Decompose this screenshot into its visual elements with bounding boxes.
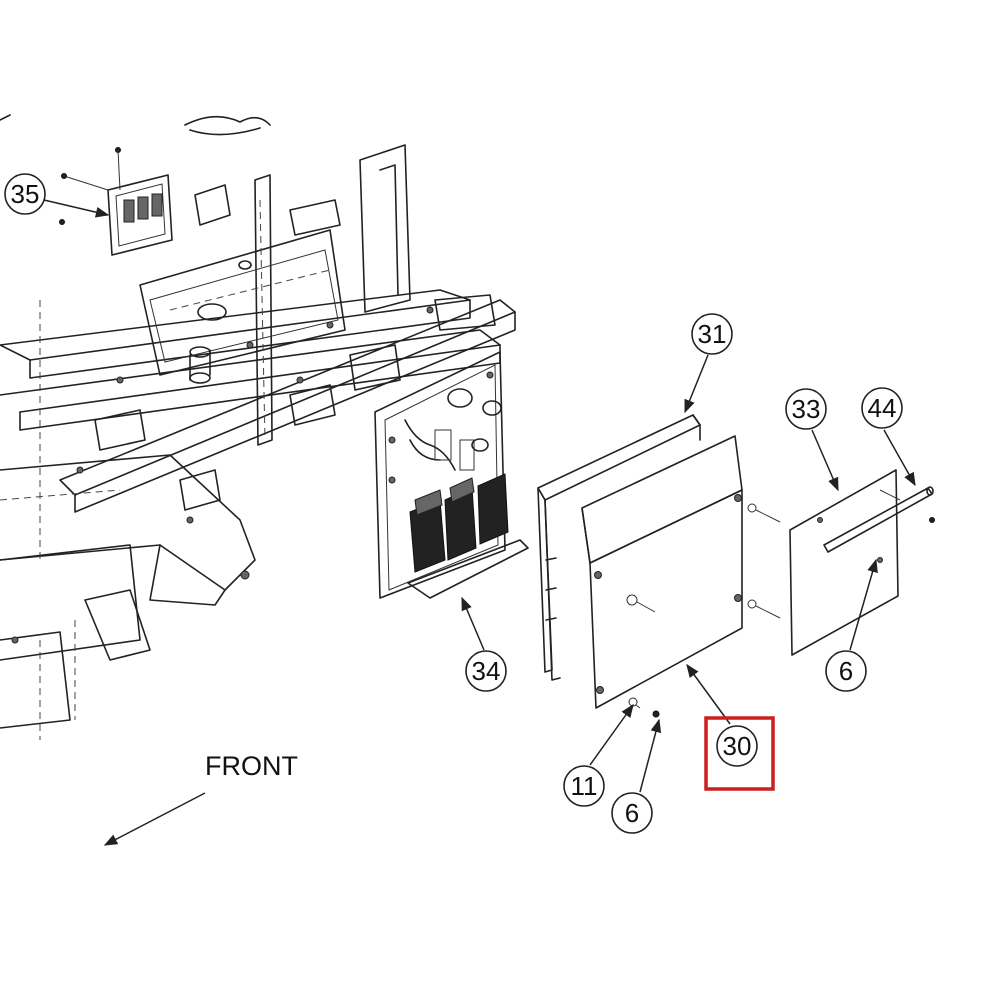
- svg-text:30: 30: [723, 731, 752, 761]
- callout-35: 35: [4, 173, 46, 215]
- callout-44: 44: [861, 387, 903, 429]
- highlight-box: [704, 716, 775, 791]
- svg-text:6: 6: [625, 798, 639, 828]
- callout-6-right: 6: [825, 650, 867, 692]
- svg-text:35: 35: [11, 179, 40, 209]
- part-31-gasket: [537, 414, 701, 681]
- callout-33: 33: [785, 388, 827, 430]
- callout-30: 30: [704, 716, 775, 791]
- part-35-switch-plate: [59, 147, 173, 256]
- svg-text:11: 11: [571, 771, 598, 801]
- svg-text:33: 33: [792, 394, 821, 424]
- leader-lines: [43, 199, 916, 793]
- callout-31: 31: [691, 313, 733, 355]
- svg-text:44: 44: [868, 393, 897, 423]
- part-30-cover-panel: [581, 435, 781, 718]
- callout-34: 34: [465, 650, 507, 692]
- callout-6-bottom: 6: [611, 792, 653, 834]
- callout-11: 11: [563, 765, 605, 807]
- part-34-control-board: [374, 351, 529, 599]
- front-arrow: [103, 792, 206, 846]
- svg-text:34: 34: [472, 656, 501, 686]
- part-33-panel: [789, 469, 899, 656]
- front-direction-indicator: FRONT: [103, 751, 298, 846]
- front-label: FRONT: [205, 751, 298, 781]
- part-44-rod: [823, 486, 935, 553]
- chassis-frame: [0, 114, 516, 740]
- svg-text:31: 31: [698, 319, 727, 349]
- svg-text:6: 6: [839, 656, 853, 686]
